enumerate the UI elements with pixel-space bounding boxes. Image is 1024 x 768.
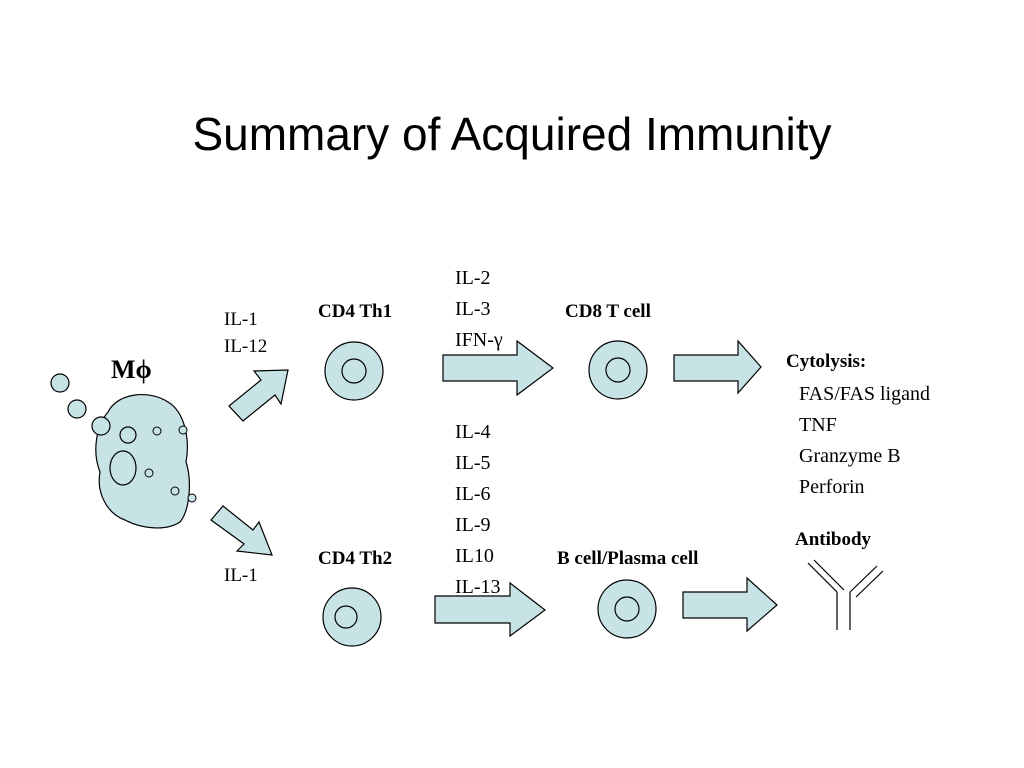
arrow-cd8-to-cytolysis (673, 339, 762, 395)
arrow-th1-to-cd8 (442, 339, 554, 397)
antigen-particle (67, 399, 87, 419)
th1-cytokines-list: IL-2 IL-3 IFN-γ (455, 263, 503, 356)
b-cell-label: B cell/Plasma cell (557, 548, 699, 569)
th2-cytokines-list: IL-4 IL-5 IL-6 IL-9 IL10 IL-13 (455, 417, 501, 603)
cytolysis-item: FAS/FAS ligand (799, 383, 930, 405)
cytokine-item: IL-13 (455, 576, 501, 598)
cytokine-to-th2-label: IL-1 (224, 565, 258, 586)
arrow-th2-to-bcell (434, 581, 546, 638)
macrophage-granule (119, 426, 137, 444)
cytokine-item: IL-6 (455, 483, 491, 505)
cytolysis-item: Perforin (799, 476, 865, 498)
b-cell (597, 579, 657, 639)
cytokine-item: IL10 (455, 545, 494, 567)
arrow-to-th2 (210, 505, 273, 556)
cytolysis-list: FAS/FAS ligand TNF Granzyme B Perforin (799, 379, 930, 503)
arrow-to-th1 (228, 369, 289, 422)
macrophage-granule (178, 425, 188, 435)
cd8-t-cell (588, 340, 648, 400)
cytokine-item: IL-4 (455, 421, 491, 443)
cytokines-to-th1-list: IL-1 IL-12 (224, 306, 267, 360)
macrophage-cell (50, 373, 197, 529)
macrophage-granule (170, 486, 180, 496)
macrophage-granule (152, 426, 162, 436)
antibody-shape (807, 559, 884, 630)
macrophage-label: Mϕ (111, 355, 152, 384)
arrow-bcell-to-antibody (682, 576, 778, 633)
cytokine-item: IL-5 (455, 452, 491, 474)
cd4-th1-label: CD4 Th1 (318, 301, 393, 322)
cd4-th2-cell (322, 587, 382, 647)
macrophage-granule (187, 493, 197, 503)
cd4-th1-cell (324, 341, 384, 401)
antibody-label: Antibody (795, 529, 872, 550)
macrophage-granule (144, 468, 154, 478)
cytokine-item: IL-1 (224, 309, 258, 330)
cytokine-item: IL-3 (455, 298, 491, 320)
cytolysis-heading: Cytolysis: (786, 351, 867, 372)
cd8-t-cell-label: CD8 T cell (565, 301, 651, 322)
cytokine-item: IL-2 (455, 267, 491, 289)
antigen-particle (91, 416, 111, 436)
cd4-th2-label: CD4 Th2 (318, 548, 393, 569)
cytolysis-item: TNF (799, 414, 837, 436)
macrophage-body (95, 394, 190, 529)
cytokine-item: IL-9 (455, 514, 491, 536)
cytolysis-item: Granzyme B (799, 445, 901, 467)
antigen-particle (50, 373, 70, 393)
cytokine-item: IL-12 (224, 336, 268, 357)
page-title: Summary of Acquired Immunity (192, 108, 832, 160)
macrophage-nucleus (109, 450, 137, 486)
cytokine-item: IFN-γ (455, 329, 503, 351)
